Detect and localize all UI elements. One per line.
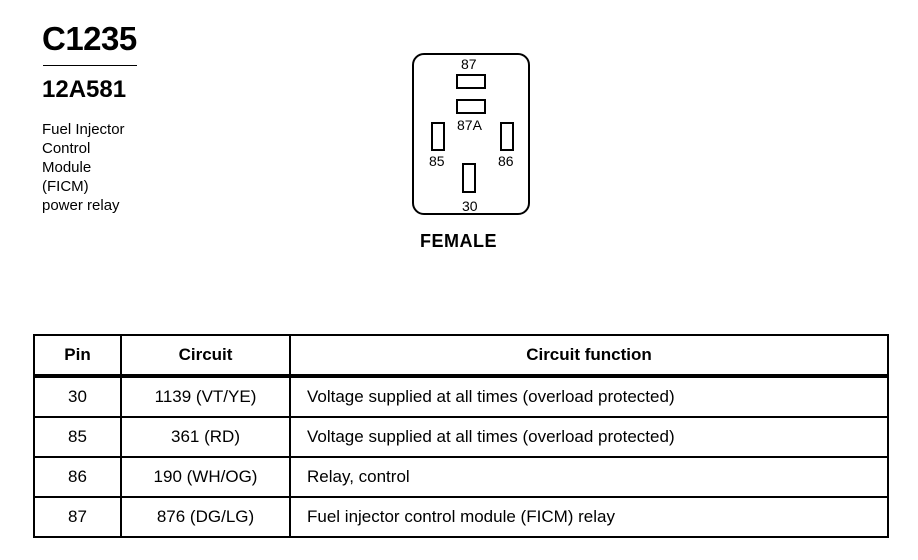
component-description: Fuel Injector Control Module (FICM) powe…: [42, 120, 162, 215]
pin-cell: 85: [33, 416, 122, 458]
connector-face-diagram: 87 87A 85 86 30: [412, 53, 530, 215]
title-divider: [43, 65, 137, 66]
circuit-cell: 190 (WH/OG): [120, 456, 291, 498]
terminal-85-slot: [431, 122, 445, 151]
description-line: Control: [42, 140, 91, 157]
table-row: 86 190 (WH/OG) Relay, control: [33, 456, 889, 498]
pin-cell: 86: [33, 456, 122, 498]
table-header-row: Pin Circuit Circuit function: [33, 334, 889, 378]
pin-cell: 30: [33, 375, 122, 418]
description-line: Module: [42, 159, 92, 176]
table-row: 85 361 (RD) Voltage supplied at all time…: [33, 416, 889, 458]
function-cell: Relay, control: [289, 456, 889, 498]
circuit-column-header: Circuit: [120, 334, 291, 378]
terminal-87a-label: 87A: [457, 117, 482, 133]
terminal-85-label: 85: [429, 153, 445, 169]
terminal-30-label: 30: [462, 198, 478, 214]
terminal-30-slot: [462, 163, 476, 193]
pin-column-header: Pin: [33, 334, 122, 378]
terminal-86-slot: [500, 122, 514, 151]
connector-view-label: FEMALE: [420, 231, 497, 251]
table-row: 30 1139 (VT/YE) Voltage supplied at all …: [33, 375, 889, 418]
function-column-header: Circuit function: [289, 334, 889, 378]
connector-id: C1235: [42, 20, 137, 57]
part-number: 12A581: [42, 76, 127, 103]
terminal-87-slot: [456, 74, 486, 89]
function-cell: Voltage supplied at all times (overload …: [289, 375, 889, 418]
function-cell: Voltage supplied at all times (overload …: [289, 416, 889, 458]
description-line: Fuel Injector: [42, 121, 125, 138]
function-cell: Fuel injector control module (FICM) rela…: [289, 496, 889, 538]
description-line: (FICM): [42, 178, 89, 195]
description-line: power relay: [42, 197, 120, 214]
table-row: 87 876 (DG/LG) Fuel injector control mod…: [33, 496, 889, 538]
circuit-cell: 1139 (VT/YE): [120, 375, 291, 418]
circuit-cell: 361 (RD): [120, 416, 291, 458]
terminal-87a-slot: [456, 99, 486, 114]
terminal-87-label: 87: [461, 56, 477, 72]
terminal-86-label: 86: [498, 153, 514, 169]
pinout-table: Pin Circuit Circuit function 30 1139 (VT…: [33, 334, 889, 538]
circuit-cell: 876 (DG/LG): [120, 496, 291, 538]
pin-cell: 87: [33, 496, 122, 538]
